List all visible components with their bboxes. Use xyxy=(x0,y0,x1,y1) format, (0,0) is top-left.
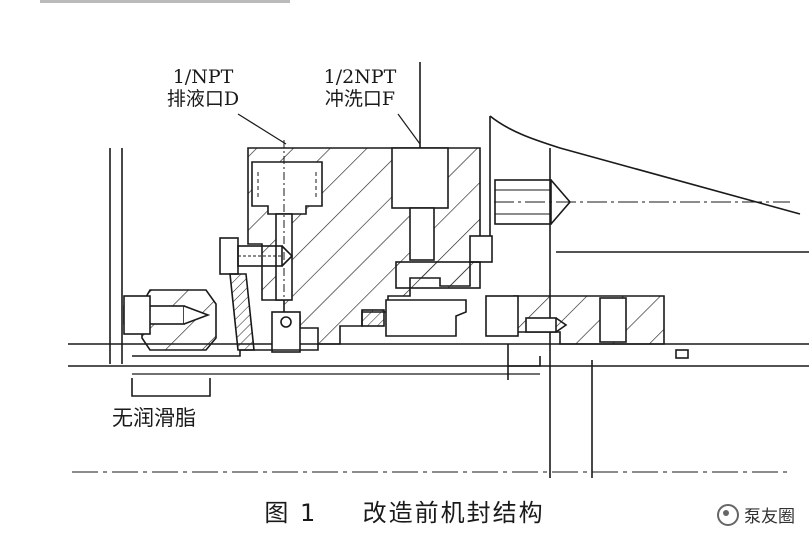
shaft-tip-stub xyxy=(675,349,689,359)
flush-port-name: 冲洗口F xyxy=(324,88,396,110)
set-screw-tip xyxy=(555,317,568,333)
flush-port-label: 1/2NPT 冲洗口F xyxy=(300,66,420,110)
gland-bolt-head xyxy=(219,237,239,275)
watermark-text: 泵友圈 xyxy=(744,507,795,527)
drain-leader xyxy=(237,113,287,145)
drain-port-bore xyxy=(251,161,323,215)
wechat-channel-icon xyxy=(717,503,739,526)
figure-title: 改造前机封结构 xyxy=(362,499,545,527)
impeller-bolt xyxy=(494,179,552,225)
figure-caption: 图 1 改造前机封结构 xyxy=(0,493,809,528)
no-grease-bracket xyxy=(131,378,211,397)
bushing-bolt-tip xyxy=(183,305,211,325)
spring-housing xyxy=(395,261,481,289)
sleeve-connector xyxy=(507,344,541,380)
gland-bolt-tip xyxy=(281,245,294,267)
no-grease-label: 无润滑脂 xyxy=(112,406,196,430)
cropped-header-artifact xyxy=(40,0,290,3)
watermark: 泵友圈 xyxy=(717,502,795,527)
drain-port-thread: 1/NPT xyxy=(172,66,234,88)
sleeve-step-profile xyxy=(132,344,319,357)
impeller-bolt-tip xyxy=(550,179,572,225)
flush-port-bore xyxy=(391,147,449,209)
shaft-collar xyxy=(485,295,519,337)
gland-leg xyxy=(229,273,255,351)
drain-port-label: 1/NPT 排液口D xyxy=(148,66,258,110)
bushing-bolt-head xyxy=(123,295,151,335)
flush-leader xyxy=(397,113,421,145)
flush-port-passage xyxy=(409,207,435,261)
impeller-contour xyxy=(489,115,801,215)
pin-icon xyxy=(280,316,292,328)
flush-port-thread: 1/2NPT xyxy=(323,66,397,88)
clamp-block xyxy=(271,311,301,353)
seal-ring-left xyxy=(361,309,385,327)
rotating-assembly-bore xyxy=(599,297,627,343)
stationary-ring xyxy=(385,299,467,337)
gland-right-shoulder xyxy=(469,235,493,263)
drain-port-name: 排液口D xyxy=(166,88,240,110)
set-screw xyxy=(525,317,557,333)
figure-number: 图 1 xyxy=(264,499,318,527)
